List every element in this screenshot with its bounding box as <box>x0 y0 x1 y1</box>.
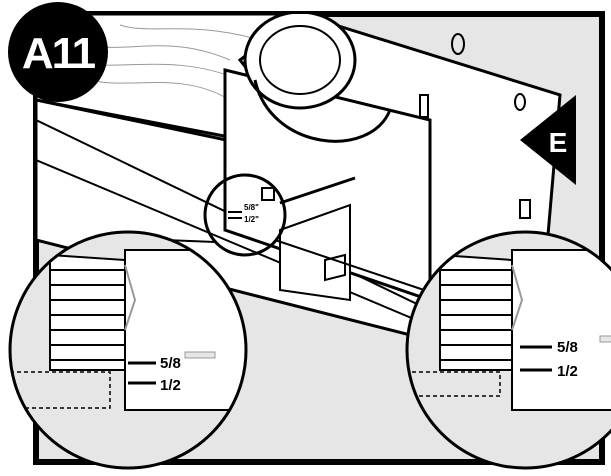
left-label-bottom: 1/2 <box>160 377 181 394</box>
step-badge: A11 <box>8 2 108 102</box>
right-label-top: 5/8 <box>557 339 578 356</box>
left-label-top: 5/8 <box>160 355 181 372</box>
step-badge-label: A11 <box>22 29 96 78</box>
side-marker-label: E <box>549 127 568 158</box>
right-label-bottom: 1/2 <box>557 363 578 380</box>
callout-label-top: 5/8" <box>244 203 259 212</box>
callout-label-bottom: 1/2" <box>244 215 259 224</box>
